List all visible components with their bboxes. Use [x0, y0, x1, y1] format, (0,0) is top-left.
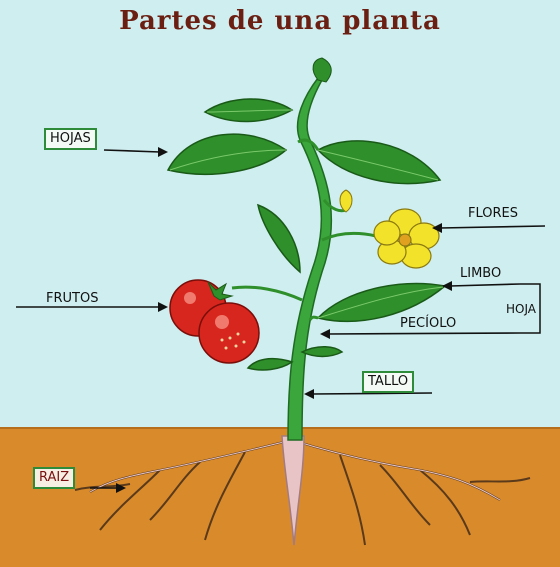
sky-background — [0, 0, 560, 430]
arrowhead-peciolo — [320, 329, 330, 339]
arrowhead-hojas — [158, 147, 168, 157]
top-bud — [312, 57, 332, 83]
label-hoja: HOJA — [506, 302, 537, 316]
hoja-bracket — [520, 283, 541, 334]
roots-light — [89, 439, 501, 501]
leaves — [166, 98, 447, 371]
arrows — [16, 147, 546, 493]
fruits — [169, 279, 260, 364]
arrow-limbo — [449, 283, 521, 287]
leaf-veins — [169, 109, 444, 319]
soil-background — [0, 428, 560, 567]
label-hojas: HOJAS — [44, 128, 97, 150]
arrow-hojas — [103, 149, 161, 153]
label-frutos: FRUTOS — [46, 291, 99, 306]
page-title: Partes de una planta — [119, 6, 441, 36]
label-tallo: TALLO — [362, 371, 415, 393]
arrow-tallo — [311, 392, 433, 395]
label-raiz: RAIZ — [33, 467, 76, 489]
label-peciolo: PECÍOLO — [400, 316, 457, 331]
arrowhead-raiz — [116, 483, 126, 493]
arrowhead-frutos — [158, 302, 168, 312]
flower — [373, 208, 440, 269]
arrowhead-limbo — [442, 281, 452, 291]
label-flores: FLORES — [468, 206, 518, 221]
arrowhead-flores — [432, 223, 442, 233]
taproot — [281, 435, 305, 546]
flower-bud — [339, 189, 353, 213]
arrowhead-tallo — [304, 389, 314, 399]
arrow-flores — [439, 225, 546, 229]
fruit-calyx — [207, 281, 234, 301]
fruit-seeds — [220, 332, 246, 350]
label-limbo: LIMBO — [460, 266, 502, 281]
arrow-peciolo — [327, 332, 521, 335]
